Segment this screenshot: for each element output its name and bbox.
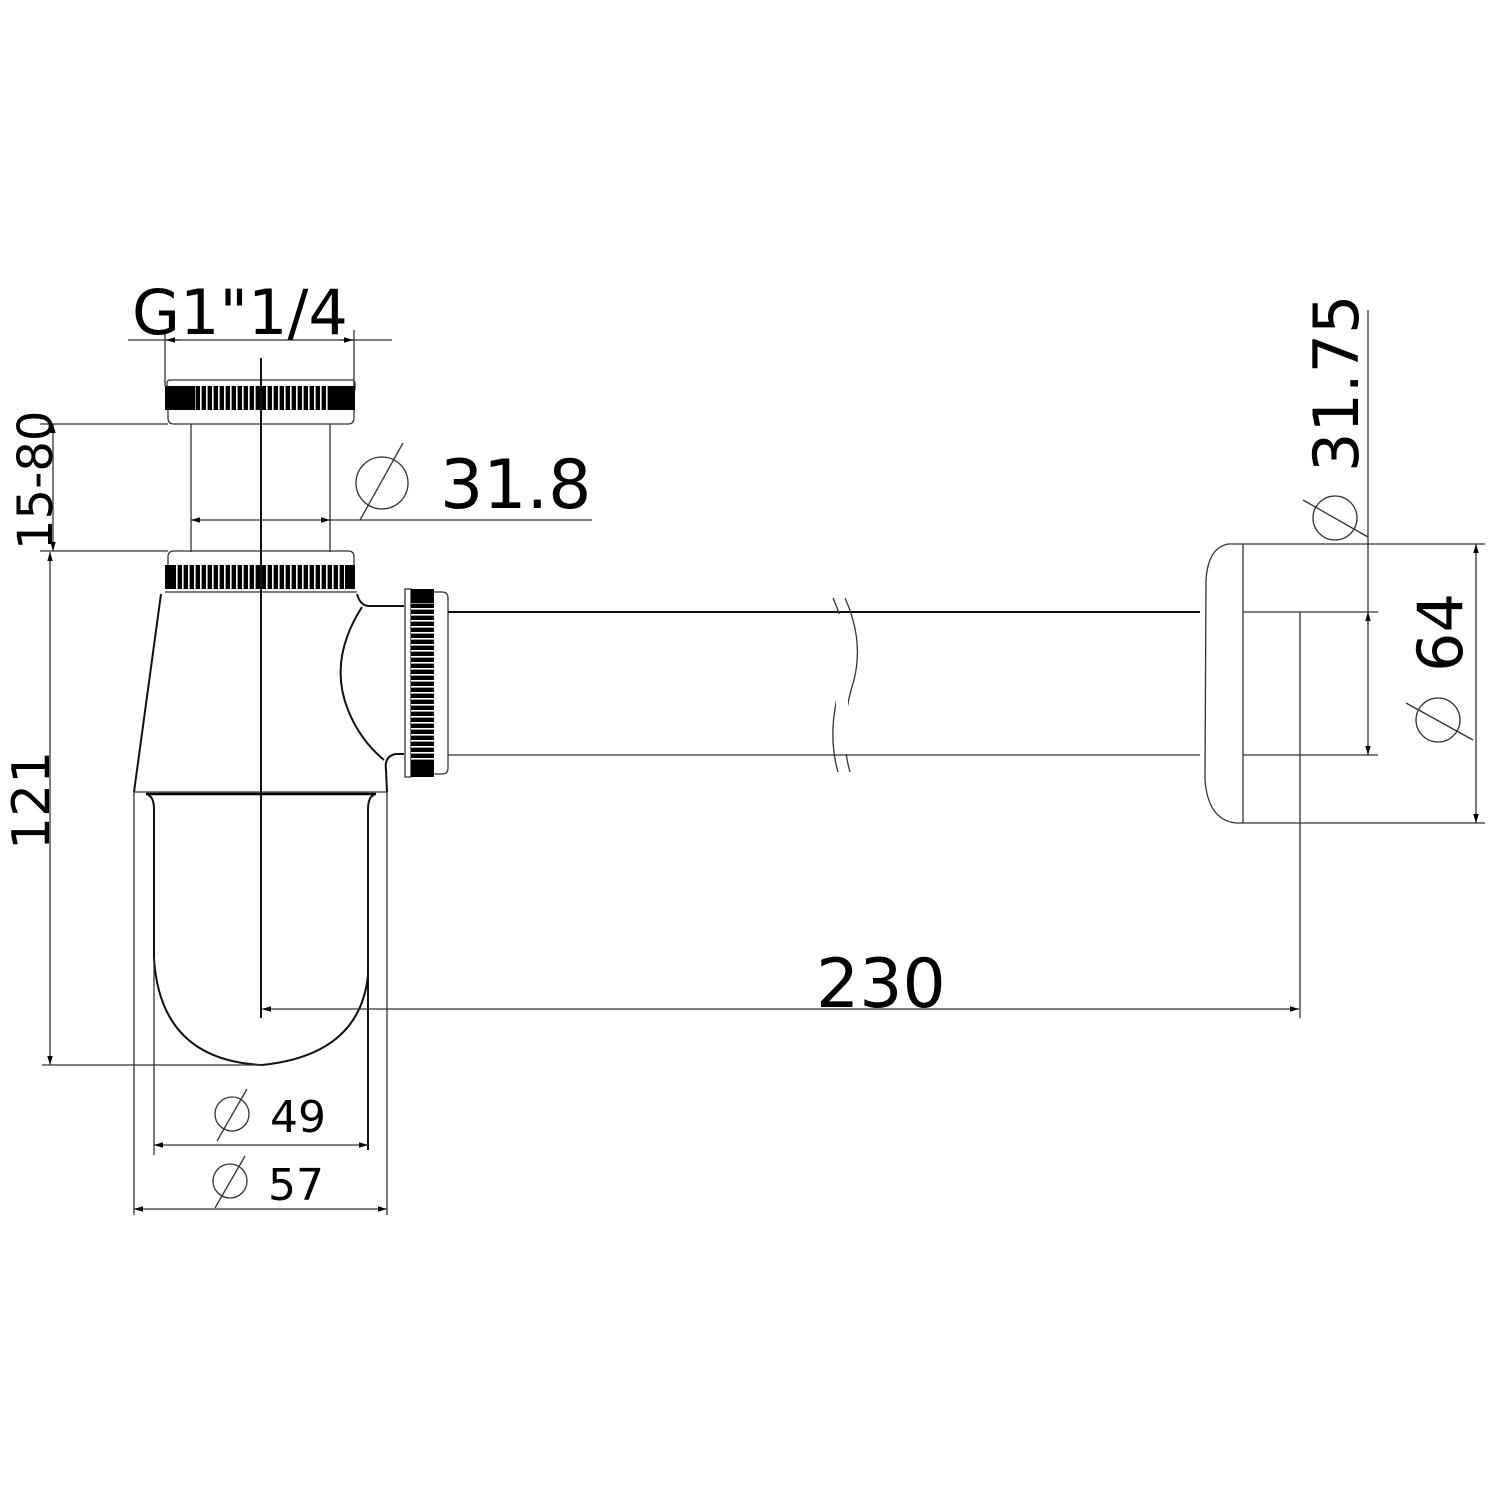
dim-cup-outer-diameter: 57 <box>134 1155 387 1212</box>
outlet-nut <box>404 588 449 778</box>
outlet-pipe <box>448 597 1200 773</box>
wall-flange-diameter-label: 64 <box>1404 593 1477 672</box>
diameter-symbol-icon <box>214 1096 250 1132</box>
dim-inlet-tube-diameter: 31.8 <box>191 442 592 525</box>
inlet-tube-diameter-label: 31.8 <box>440 446 591 525</box>
trap-cup <box>133 792 388 1215</box>
body-height-label: 121 <box>2 751 62 850</box>
inlet-tube <box>190 424 331 552</box>
diameter-symbol-icon <box>212 1163 248 1199</box>
dim-outlet-pipe-diameter: 31.75 <box>1300 295 1373 755</box>
dim-cup-inner-diameter: 49 <box>154 1088 368 1148</box>
dim-body-height: 121 <box>2 552 262 1066</box>
outlet-length-label: 230 <box>816 945 946 1024</box>
dim-inlet-thread: G1"1/4 <box>128 276 392 386</box>
cup-inner-diameter-label: 49 <box>270 1092 326 1143</box>
dim-adjustable-height: 15-80 <box>8 411 168 552</box>
wall-flange <box>1204 543 1485 1018</box>
dim-wall-flange-diameter: 64 <box>1404 544 1479 823</box>
inlet-thread-label: G1"1/4 <box>132 276 348 349</box>
diameter-symbol-icon <box>355 456 409 510</box>
diameter-symbol-icon <box>1312 495 1358 541</box>
dim-outlet-length: 230 <box>262 945 1299 1024</box>
adjustable-height-label: 15-80 <box>8 411 64 550</box>
diameter-symbol-icon <box>1415 697 1461 743</box>
outlet-pipe-diameter-label: 31.75 <box>1300 295 1373 473</box>
trap-body <box>133 593 404 793</box>
cup-outer-diameter-label: 57 <box>268 1160 324 1211</box>
